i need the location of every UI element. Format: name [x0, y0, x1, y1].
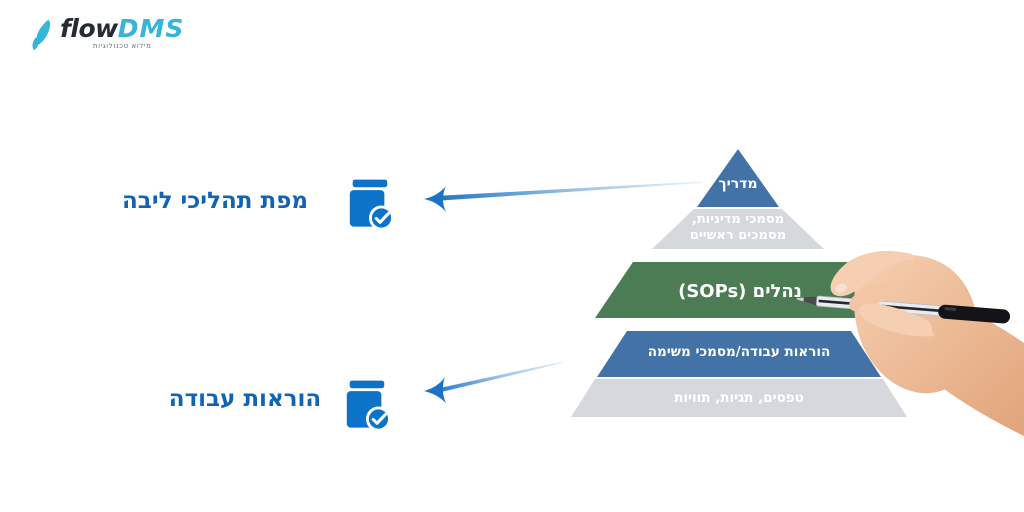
flow-swoosh-icon [32, 19, 51, 51]
pyramid-level-manual [697, 149, 779, 207]
policy-docs-line1: מסמכי מדיניות, [691, 212, 785, 227]
pyramid-level-work-instructions [597, 331, 881, 377]
pyramid-level-policy-docs [652, 209, 824, 249]
pyramid-label-work-instructions: הוראות עבודה/מסמכי משימה [647, 344, 831, 360]
pyramid-label-forms-tags: טפסים, תגיות, תוויות [674, 390, 804, 406]
brand-flow: flow [60, 14, 118, 43]
fingernail [835, 283, 847, 293]
pyramid-label-policy-docs: מסמכי מדיניות, מסמכים ראשיים [652, 212, 824, 244]
pyramid-label-manual: מדריך [718, 176, 758, 192]
brand-dms: DMS [117, 14, 185, 43]
policy-docs-line2: מסמכים ראשיים [689, 228, 787, 243]
pyramid-label-sops: נהלים (SOPs) [678, 281, 802, 302]
label-work-instructions: הוראות עבודה [168, 386, 322, 412]
index-finger [830, 250, 914, 297]
thumb [858, 303, 934, 337]
pyramid-level-forms-tags [571, 379, 907, 417]
book-check-icon [349, 179, 393, 231]
label-core-process-map: מפת תהליכי ליבה [121, 188, 308, 214]
middle-finger [849, 280, 904, 312]
arrow-to-work-instructions [424, 361, 563, 403]
logo-text: flowDMS מילוא טכנולוגיות [60, 16, 184, 51]
book-check-icon [346, 380, 390, 432]
logo-tagline: מילוא טכנולוגיות [92, 42, 152, 50]
arrow-to-core-process-map [424, 181, 702, 212]
brand-name: flowDMS [60, 16, 184, 42]
hand-holding-pen [792, 250, 1024, 436]
logo: flowDMS מילוא טכנולוגיות [30, 16, 184, 54]
